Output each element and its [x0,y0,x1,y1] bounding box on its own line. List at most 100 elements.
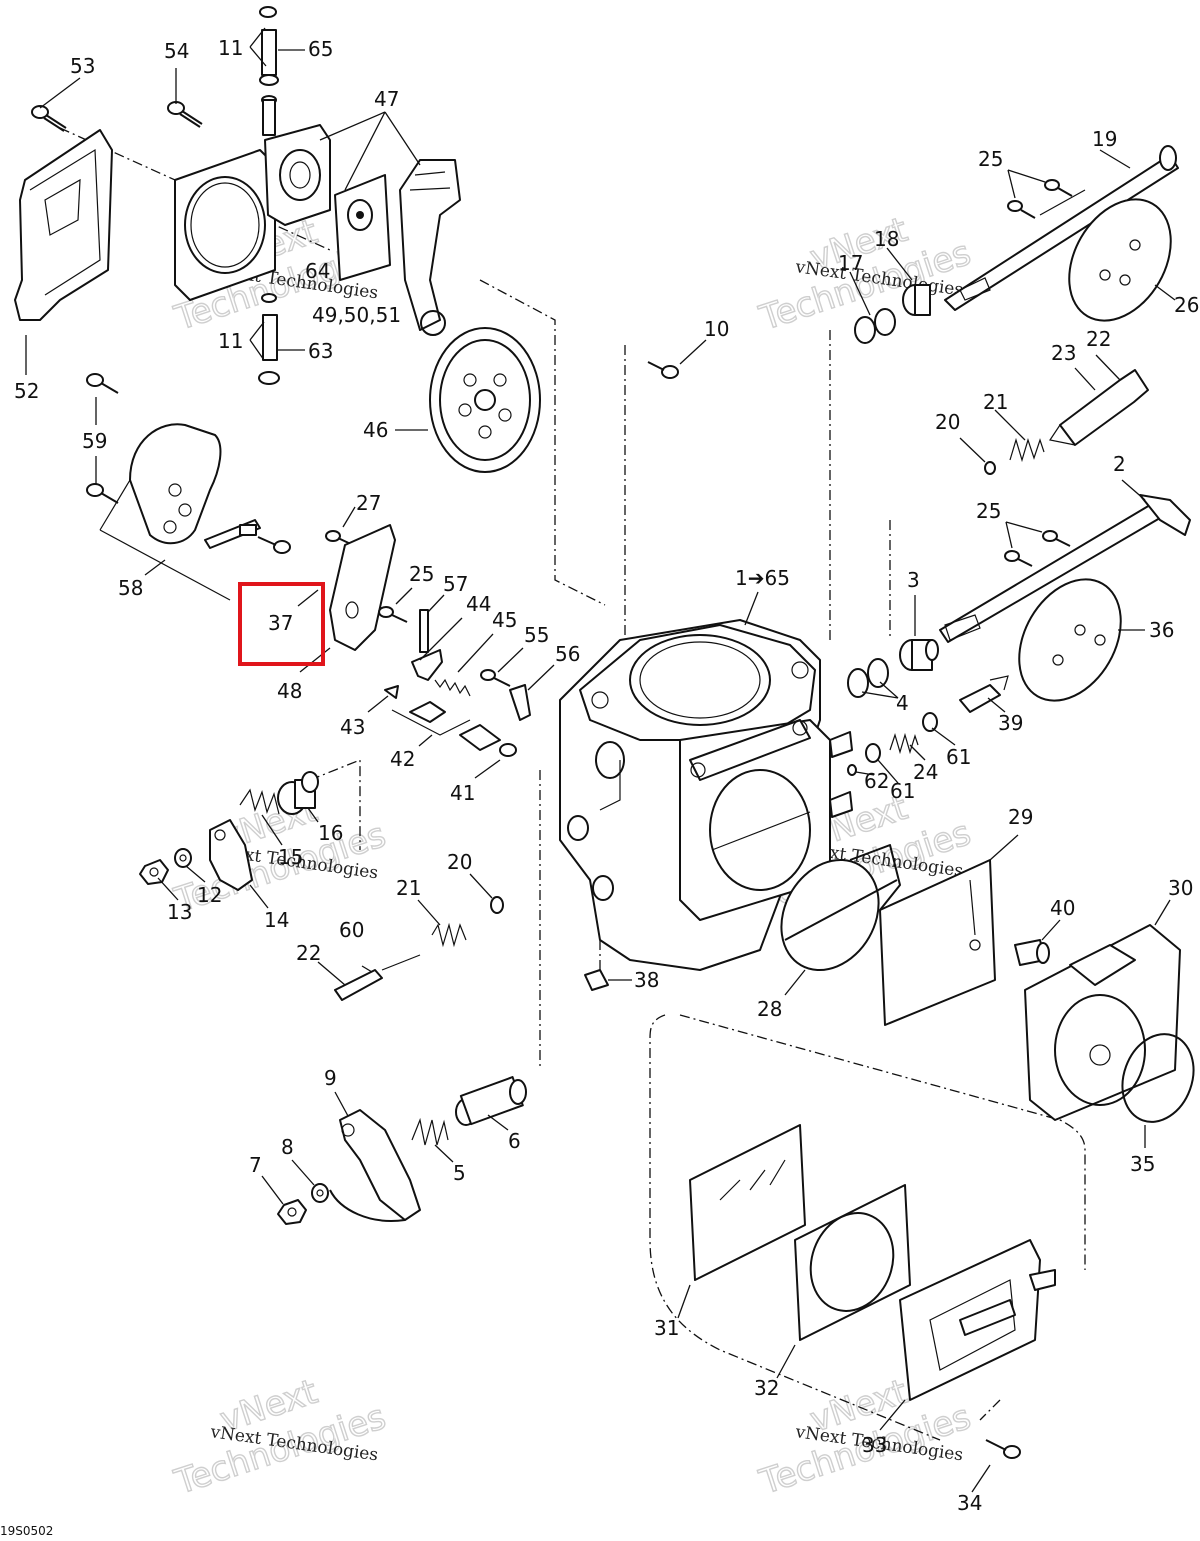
callout-56: 56 [555,642,580,666]
washer-8 [311,1183,329,1203]
callout-48: 48 [277,679,302,703]
callout-39: 39 [998,711,1023,735]
bushing-3 [899,639,939,671]
callout-27: 27 [356,491,381,515]
diaphragm-28 [780,844,901,972]
callout-11-top: 11 [218,36,243,60]
callout-23: 23 [1051,341,1076,365]
callout-5: 5 [453,1161,466,1185]
spring-5 [411,1117,449,1146]
washer-61 [865,712,938,763]
callout-1-65: 1➔65 [735,566,790,590]
gasket-29 [879,859,996,1026]
callout-55: 55 [524,623,549,647]
drawing-code: 19S0502 [0,1524,53,1538]
leader-lines [25,27,1176,1493]
callout-52: 52 [14,379,39,403]
clip-56 [509,684,531,721]
callout-58: 58 [118,576,143,600]
callout-30: 30 [1168,876,1193,900]
callout-16: 16 [318,821,343,845]
callout-63: 63 [308,339,333,363]
tube-63 [258,293,280,385]
needle-60 [334,954,421,1001]
callout-17: 17 [838,251,863,275]
tube-65 [259,6,279,136]
callout-62: 62 [864,769,889,793]
callout-61-b: 61 [890,779,915,803]
cover-33 [899,1239,1056,1401]
callout-61-a: 61 [946,745,971,769]
callout-34: 34 [957,1491,982,1515]
nut-7 [277,1199,307,1225]
callout-2: 2 [1113,452,1126,476]
callout-10: 10 [704,317,729,341]
callout-38: 38 [634,968,659,992]
lever-9 [329,1109,421,1222]
callout-40: 40 [1050,896,1075,920]
spring-24 [889,732,919,755]
callout-20-left: 20 [447,850,472,874]
watermark-bottom-left: vNext Technologies vNext Technologies [169,1371,391,1503]
watermark-top-right: vNext Technologies vNext Technologies [754,209,976,339]
spring-21-left [431,922,467,948]
screw-54 [167,101,203,128]
callout-57: 57 [443,572,468,596]
screw-22-right [1049,369,1149,446]
carburetor-body-1 [559,619,853,971]
callout-31: 31 [654,1316,679,1340]
callout-22-right: 22 [1086,327,1111,351]
callout-47: 47 [374,87,399,111]
callout-54: 54 [164,39,189,63]
plate-32 [794,1184,911,1341]
callout-37: 37 [268,611,293,635]
screw-59 [86,373,119,504]
pin-58 [204,519,291,554]
callout-25-left: 25 [409,562,434,586]
screw-53 [31,105,67,132]
callout-4: 4 [896,691,909,715]
callout-29: 29 [1008,805,1033,829]
throttle-shaft-2 [939,494,1191,643]
callout-18: 18 [874,227,899,251]
callout-25-mid: 25 [976,499,1001,523]
spring-45 [434,678,471,697]
gasket-31 [689,1124,806,1281]
nut-13 [139,859,169,885]
oring-20-left [490,896,504,914]
callout-15: 15 [278,845,303,869]
lever-47 [399,159,461,336]
washer-12 [174,848,192,868]
diaphragm-46 [429,327,541,473]
pump-body-47 [264,124,391,281]
callout-26: 26 [1174,293,1199,317]
callout-28: 28 [757,997,782,1021]
callout-25-top: 25 [978,147,1003,171]
lever-14 [209,819,253,891]
fitting-39 [959,675,1009,713]
callout-20-right: 20 [935,410,960,434]
callout-41: 41 [450,781,475,805]
oring-35 [1121,1033,1195,1123]
spring-21-right [1009,437,1045,463]
screw-34 [985,1439,1021,1459]
callout-9: 9 [324,1066,337,1090]
callout-8: 8 [281,1135,294,1159]
bushing-6 [455,1076,527,1126]
callout-24: 24 [913,760,938,784]
bracket-52 [14,129,113,321]
oring-62 [847,764,857,776]
oring-4 [847,658,889,698]
callout-22-left: 22 [296,941,321,965]
spring-15 [239,788,280,815]
nut-38 [584,969,609,991]
callout-65: 65 [308,37,333,61]
plate-48 [329,524,396,651]
callout-59: 59 [82,429,107,453]
callout-labels: 53 54 11 65 47 64 49,50,51 11 63 52 59 5… [14,36,1199,1515]
throttle-disc-26 [1068,198,1172,322]
throttle-shaft-19 [944,145,1179,311]
callout-35: 35 [1130,1152,1155,1176]
valve-seat-41 [459,724,517,757]
